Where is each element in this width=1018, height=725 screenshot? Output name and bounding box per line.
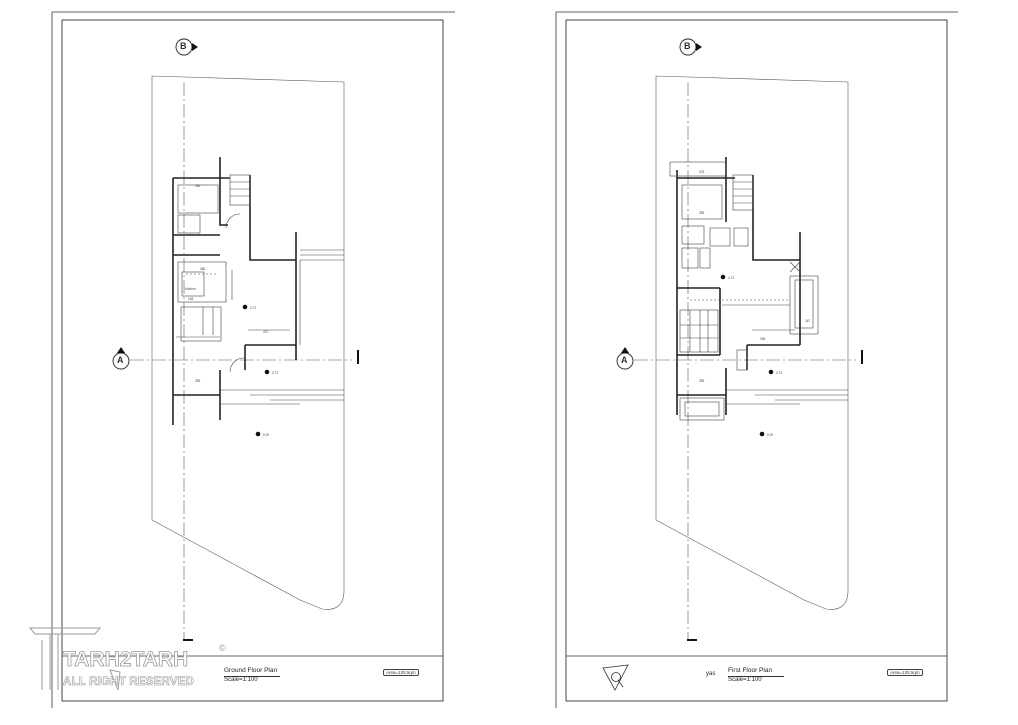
watermark-rights: ALL RIGHT RESERVED: [63, 676, 194, 689]
axis-marker-b: [679, 38, 702, 56]
dim-4: 386: [200, 267, 206, 271]
dim-3: 383: [699, 379, 705, 383]
axis-label-b: B: [684, 41, 691, 51]
watermark-copyright: ©: [219, 643, 226, 653]
watermark-logo: [28, 627, 121, 691]
room-label-kitchen: Kitchen: [185, 287, 196, 291]
title-underline: [728, 676, 784, 677]
axis-label-a: A: [621, 355, 628, 365]
ground-floor-area: Area=125.5qm: [383, 669, 419, 676]
dim-2: 383: [195, 379, 201, 383]
axis-label-b: B: [180, 41, 187, 51]
dim-1: 323: [699, 170, 705, 174]
site-boundary: [655, 75, 849, 610]
axis-marker-a: [616, 347, 634, 370]
first-floor-scale: Scale=1:100: [728, 677, 762, 683]
north-arrow-icon: [602, 664, 629, 691]
first-floor-plan-title: First Floor Plan: [728, 667, 773, 674]
dim-3: 427: [263, 330, 269, 334]
dim-5: 347: [805, 319, 811, 323]
level-text-3: 0.00: [263, 433, 269, 437]
title-underline: [224, 676, 280, 677]
watermark-brand: TARH2TARH: [63, 648, 189, 672]
level-text-1: 0.72: [250, 306, 256, 310]
dim-4: 306: [760, 337, 766, 341]
level-text-2: 4.72: [776, 371, 782, 375]
level-text-2: 0.72: [272, 371, 278, 375]
ground-floor-walls: [172, 157, 297, 425]
axis-marker-b: [175, 38, 198, 56]
first-floor-sheet: 4.72 4.72 0.00 323 383 383 306 347: [555, 11, 958, 708]
level-marker: [242, 304, 270, 437]
axis-marker-a: [112, 347, 130, 370]
dim-5: 163: [188, 297, 194, 301]
yas-label: yas: [706, 671, 716, 677]
level-marker: [720, 274, 774, 437]
level-text-3: 0.00: [767, 433, 773, 437]
site-boundary: [151, 75, 345, 610]
ground-floor-scale: Scale=1:100: [224, 677, 258, 683]
ground-floor-plan-title: Ground Floor Plan: [224, 667, 278, 674]
ground-floor-sheet: 0.72 0.72 0.00 Kitchen 383 383 427 386 1…: [51, 11, 455, 708]
first-floor-area: Area=125.5qm: [887, 669, 923, 676]
dim-1: 383: [195, 184, 201, 188]
level-text-1: 4.72: [728, 276, 734, 280]
dim-2: 383: [699, 211, 705, 215]
axis-label-a: A: [117, 355, 124, 365]
